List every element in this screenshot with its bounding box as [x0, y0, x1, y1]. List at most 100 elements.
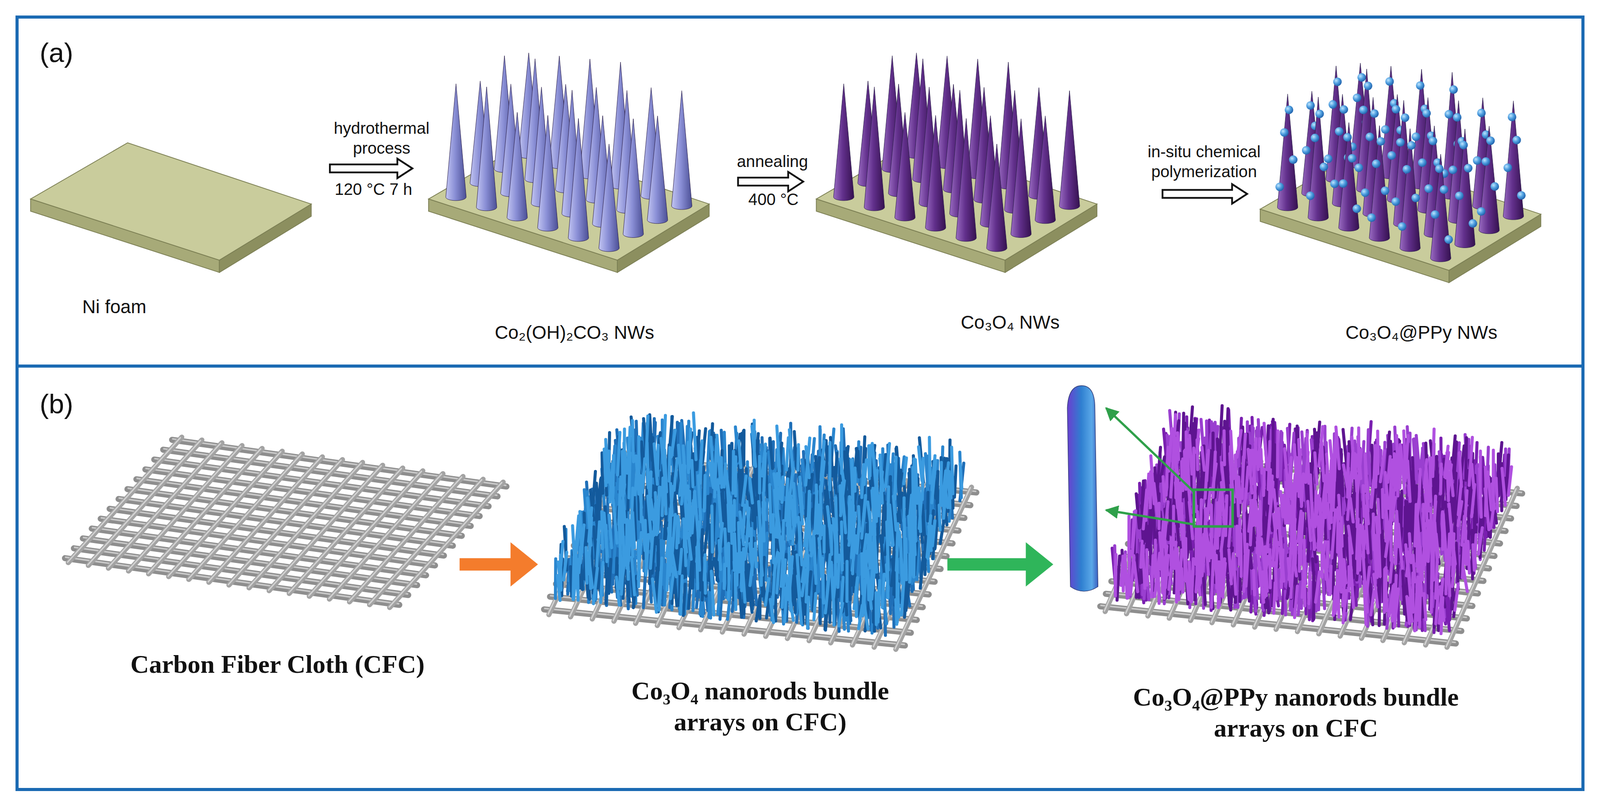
cloth-fiber: [88, 439, 202, 566]
figure-panel: (a)Ni foamCo₂(OH)₂CO₃ NWsCo₃O₄ NWsCo₃O₄@…: [15, 15, 1585, 365]
cloth-fiber: [389, 481, 504, 608]
ppy-particle: [1400, 113, 1410, 122]
ppy-particle: [1348, 154, 1357, 163]
cloth-fiber: [289, 468, 403, 594]
nanowire-cone: [623, 118, 644, 238]
ppy-particle: [1275, 182, 1284, 191]
nanowire-cone: [925, 115, 946, 232]
ppy-particle: [1411, 132, 1421, 141]
stage-caption: Co₃O₄@PPy nanorods bundle arrays on CFC: [1100, 681, 1491, 744]
ppy-particle: [1512, 135, 1521, 145]
cloth-fiber: [128, 445, 242, 571]
ppy-particle: [1507, 112, 1517, 122]
ppy-particle: [1339, 179, 1348, 188]
ppy-particle: [1422, 108, 1431, 118]
cloth-fiber-highlight: [167, 451, 282, 577]
cloth-fiber-highlight: [187, 453, 302, 580]
ppy-particle: [1439, 185, 1449, 194]
process-stage: Co₃O₄ NWs: [811, 28, 1151, 356]
cloth-fiber-highlight: [147, 448, 261, 574]
leader-line: [1106, 407, 1194, 492]
process-condition: 400 °C: [729, 189, 818, 210]
ppy-particle: [1319, 162, 1329, 171]
ppy-particle: [1352, 204, 1361, 214]
nanowire-cone: [537, 115, 558, 232]
ppy-particle: [1477, 108, 1486, 117]
ppy-particle: [1503, 163, 1512, 172]
nanowire-cone: [1503, 100, 1524, 220]
process-stage: Co₃O₄ nanorods bundle arrays on CFC): [546, 387, 938, 776]
ppy-particle: [1363, 81, 1373, 90]
process-stage: Carbon Fiber Cloth (CFC): [61, 387, 450, 715]
cloth-fiber-highlight: [388, 481, 503, 608]
ppy-particle: [1376, 136, 1385, 146]
nanowire-cone: [1399, 128, 1421, 252]
figure-layer: [30, 52, 1541, 650]
ppy-particle: [1360, 188, 1370, 197]
ppy-particle: [1284, 105, 1294, 114]
ppy-particle: [1448, 165, 1457, 175]
ppy-particle: [1365, 132, 1374, 141]
ppy-particle: [1352, 93, 1362, 102]
process-arrow: [738, 171, 804, 192]
nanowire-cone: [476, 86, 497, 211]
cloth-fiber-highlight: [368, 479, 482, 605]
ppy-particle: [1444, 235, 1453, 244]
ppy-particle: [1380, 186, 1390, 195]
ppy-particle: [1371, 159, 1381, 168]
edge-label: hydrothermal process: [321, 118, 442, 159]
zoom-box: [1193, 489, 1233, 527]
ppy-particle: [1415, 81, 1425, 90]
nanowire-cone: [1034, 116, 1056, 224]
ppy-particle: [1354, 163, 1364, 172]
ppy-particle: [1417, 158, 1427, 167]
nanowire-cone: [1059, 90, 1080, 210]
ppy-particle: [1472, 156, 1482, 165]
process-stage: Co₃O₄@PPy NWs: [1255, 28, 1577, 356]
ppy-particle: [1357, 73, 1366, 82]
process-condition: 120 °C 7 h: [315, 179, 431, 200]
process-arrow: [329, 158, 413, 179]
cloth-fiber: [248, 462, 363, 588]
substrate-top: [30, 142, 312, 260]
ppy-particle: [1330, 179, 1339, 188]
cloth-fiber: [269, 464, 383, 591]
cloth-fiber-highlight: [247, 462, 362, 588]
stage-caption: Co₃O₄ nanorods bundle arrays on CFC): [605, 675, 916, 737]
cloth-fiber-highlight: [348, 476, 462, 602]
ppy-particle: [1280, 127, 1289, 137]
ppy-particle: [1452, 112, 1462, 122]
ppy-particle: [1430, 210, 1440, 219]
panel-label: (a): [39, 36, 74, 70]
cloth-fiber: [188, 453, 303, 580]
ppy-particle: [1396, 138, 1405, 147]
nanowire-cone: [1277, 93, 1298, 211]
edge-label: in-situ chemical polymerization: [1131, 142, 1278, 182]
ppy-particle: [1490, 182, 1500, 191]
ppy-particle: [1381, 125, 1390, 134]
nanowire-cone: [1338, 122, 1360, 232]
ppy-particle: [1332, 77, 1342, 86]
process-stage: Ni foam: [25, 28, 319, 353]
nanowire-cone: [894, 112, 916, 221]
nanowire-cone: [833, 83, 854, 201]
panel-label: (b): [39, 387, 74, 421]
ppy-particle: [1315, 109, 1324, 118]
stage-caption: Co₃O₄@PPy NWs: [1297, 321, 1546, 344]
cloth-fiber-highlight: [288, 468, 402, 594]
cloth-fiber: [228, 459, 343, 585]
cloth-fiber: [369, 479, 483, 605]
nanowire-cone: [863, 86, 885, 211]
nanorod-bundle: [1115, 414, 1512, 634]
ppy-particle: [1301, 146, 1311, 155]
ppy-particle: [1370, 109, 1379, 118]
ppy-particle: [1343, 132, 1352, 142]
ppy-particle: [1328, 100, 1337, 109]
nanowire-cone: [671, 90, 692, 210]
ppy-particle: [1398, 222, 1407, 231]
cloth-fiber-highlight: [207, 456, 322, 582]
nanowire-cone: [1454, 128, 1476, 248]
ppy-particle: [1428, 136, 1438, 146]
cloth-fiber-highlight: [87, 439, 201, 566]
edge-label: annealing: [721, 151, 824, 172]
